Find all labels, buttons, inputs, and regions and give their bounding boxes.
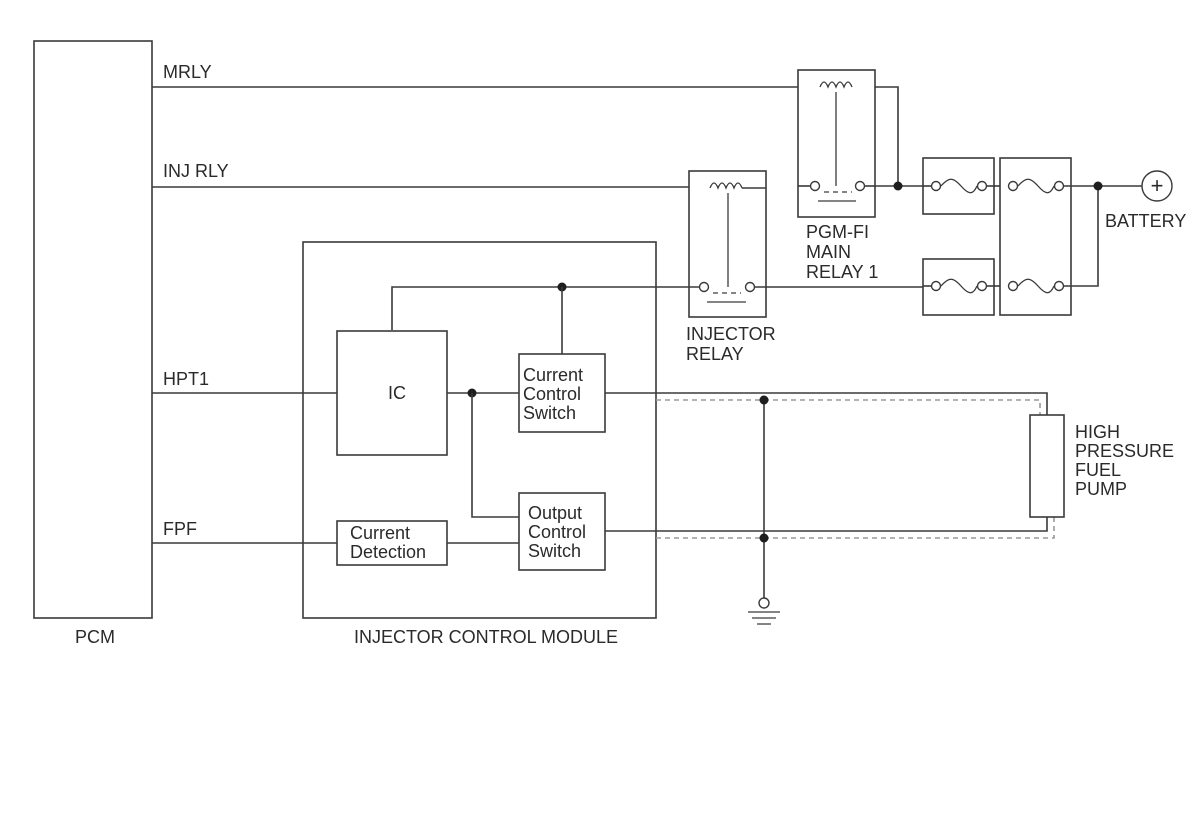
output-control-switch — [518, 492, 606, 571]
ground-icon — [748, 597, 780, 625]
current-detection-label: Current Detection — [350, 523, 426, 562]
injector-relay-supply-wire — [391, 286, 699, 330]
battery-label: BATTERY — [1105, 211, 1186, 231]
pcm-block — [33, 40, 153, 619]
current-detection-block — [336, 520, 448, 566]
current-control-switch-label: Current Control Switch — [523, 365, 588, 423]
junction-node — [759, 533, 769, 543]
inj-rly-label: INJ RLY — [163, 161, 229, 181]
battery-terminal: + — [1141, 170, 1173, 202]
pcm-label: PCM — [75, 627, 115, 647]
junction-node — [759, 395, 769, 405]
ic-label: IC — [388, 383, 406, 403]
output-control-switch-label: Output Control Switch — [528, 503, 591, 561]
pump-shield-lower — [656, 517, 1055, 539]
injector-relay — [688, 170, 767, 318]
fuse-upper-left — [922, 157, 1000, 215]
fuel-pump-symbol — [1029, 414, 1065, 518]
module-label: INJECTOR CONTROL MODULE — [354, 627, 618, 647]
mrly-label: MRLY — [163, 62, 212, 82]
fuse-box-right — [999, 157, 1072, 316]
main-relay-label: PGM-FI MAIN RELAY 1 — [806, 222, 878, 282]
hpt1-label: HPT1 — [163, 369, 209, 389]
fuel-pump-label: HIGH PRESSURE FUEL PUMP — [1075, 422, 1179, 499]
ic-block — [336, 330, 448, 456]
pump-shield-upper — [656, 399, 1041, 415]
injector-relay-label: INJECTOR RELAY — [686, 324, 781, 364]
pump-negative-wire — [605, 517, 1048, 532]
battery-branch-wire — [1064, 186, 1099, 287]
pump-positive-wire — [605, 392, 1048, 415]
fpf-label: FPF — [163, 519, 197, 539]
battery-plus-symbol: + — [1151, 173, 1164, 198]
junction-node — [1093, 181, 1103, 191]
junction-node — [893, 181, 903, 191]
fuse-lower-left — [922, 258, 1000, 316]
main-relay — [797, 69, 876, 218]
output-switch-control-wire — [471, 393, 519, 518]
